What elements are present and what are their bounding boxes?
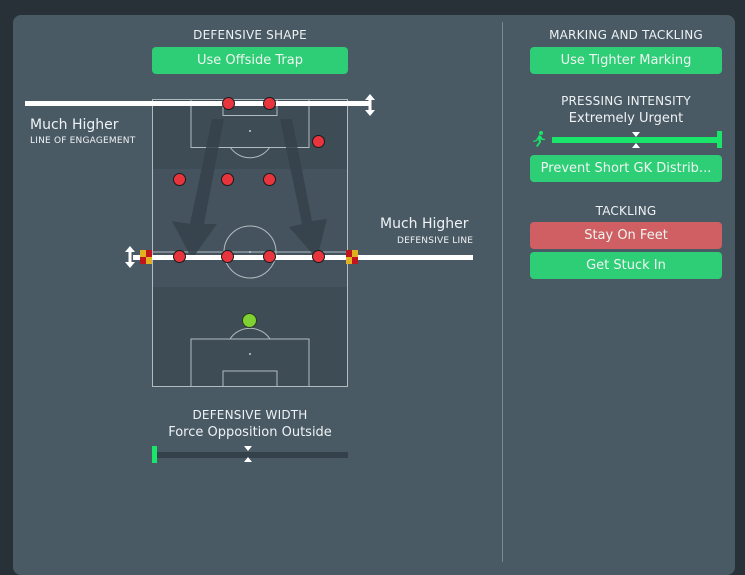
engagement-drag-handle[interactable]: [364, 94, 376, 116]
pressing-slider-handle[interactable]: [717, 131, 722, 148]
stay-on-feet-button[interactable]: Stay On Feet: [530, 222, 722, 249]
drop-arrow-left: [172, 119, 224, 259]
tactics-panel: [13, 15, 735, 575]
player-midfield-center[interactable]: [221, 173, 234, 186]
pressing-default-marker: [632, 132, 640, 152]
get-stuck-in-button[interactable]: Get Stuck In: [530, 252, 722, 279]
player-striker-right[interactable]: [263, 97, 276, 110]
defensive-shape-heading: DEFENSIVE SHAPE: [193, 28, 307, 42]
player-midfield-left[interactable]: [173, 173, 186, 186]
pressing-value: Extremely Urgent: [568, 111, 684, 126]
prevent-short-gk-button[interactable]: Prevent Short GK Distrib...: [530, 155, 722, 182]
pressing-heading: PRESSING INTENSITY: [561, 94, 691, 108]
player-goalkeeper[interactable]: [242, 313, 257, 328]
player-attacking-right[interactable]: [312, 135, 325, 148]
player-defender-center-left[interactable]: [221, 250, 234, 263]
defensive-line[interactable]: [133, 255, 473, 260]
player-striker-left[interactable]: [222, 97, 235, 110]
column-divider: [502, 22, 503, 562]
player-midfield-right[interactable]: [263, 173, 276, 186]
player-defender-left[interactable]: [173, 250, 186, 263]
offside-flag-right-icon: [346, 249, 358, 268]
running-man-icon: [532, 131, 546, 151]
defensive-width-default-marker: [244, 446, 252, 466]
drop-arrow-right: [280, 119, 327, 259]
defensive-line-label: DEFENSIVE LINE: [397, 236, 474, 246]
engagement-label: LINE OF ENGAGEMENT: [30, 136, 136, 146]
defensive-width-slider-handle[interactable]: [152, 446, 157, 463]
defensive-width-heading: DEFENSIVE WIDTH: [192, 408, 308, 422]
tighter-marking-button[interactable]: Use Tighter Marking: [530, 47, 722, 74]
tackling-heading: TACKLING: [595, 204, 657, 218]
pressing-intensity-slider[interactable]: [552, 137, 720, 143]
defensive-width-value: Force Opposition Outside: [168, 425, 332, 440]
marking-heading: MARKING AND TACKLING: [549, 28, 703, 42]
player-defender-center-right[interactable]: [263, 250, 276, 263]
offside-flag-left-icon: [140, 249, 152, 268]
defensive-width-slider[interactable]: [152, 452, 348, 458]
line-of-engagement[interactable]: [25, 101, 370, 106]
defensive-line-drag-handle[interactable]: [124, 246, 136, 268]
engagement-value: Much Higher: [30, 117, 119, 133]
player-defender-right[interactable]: [312, 250, 325, 263]
defensive-line-value: Much Higher: [380, 216, 469, 232]
offside-trap-button[interactable]: Use Offside Trap: [152, 47, 348, 74]
